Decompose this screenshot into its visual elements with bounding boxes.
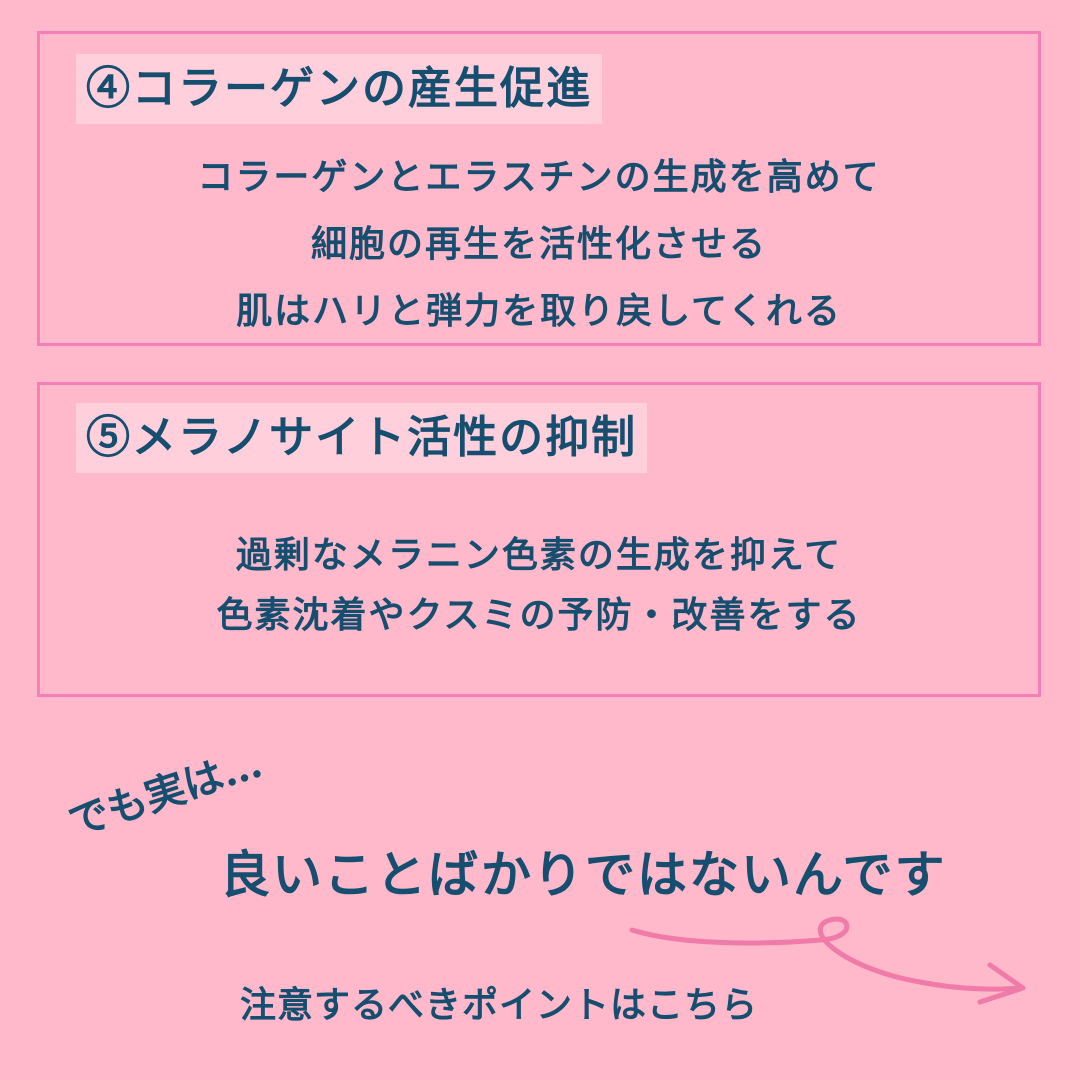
section-heading: ④コラーゲンの産生促進: [76, 54, 602, 124]
body-line: コラーゲンとエラスチンの生成を高めて: [197, 156, 881, 198]
body-line: 過剰なメラニン色素の生成を抑えて: [235, 534, 843, 576]
section-body: コラーゲンとエラスチンの生成を高めて 細胞の再生を活性化させる 肌はハリと弾力を…: [40, 144, 1038, 345]
section-melanocyte: ⑤メラノサイト活性の抑制 過剰なメラニン色素の生成を抑えて 色素沈着やクスミの予…: [37, 382, 1041, 697]
main-message: 良いことばかりではないんです: [220, 845, 947, 904]
section-body: 過剰なメラニン色素の生成を抑えて 色素沈着やクスミの予防・改善をする: [40, 525, 1038, 645]
body-line: 細胞の再生を活性化させる: [310, 223, 767, 265]
section-collagen: ④コラーゲンの産生促進 コラーゲンとエラスチンの生成を高めて 細胞の再生を活性化…: [37, 31, 1041, 346]
body-line: 色素沈着やクスミの予防・改善をする: [216, 594, 862, 636]
body-line: 肌はハリと弾力を取り戻してくれる: [236, 290, 842, 332]
arrow-icon: [629, 916, 1026, 1005]
cta-text: 注意するべきポイントはこちら: [240, 984, 759, 1026]
section-heading: ⑤メラノサイト活性の抑制: [76, 403, 648, 473]
aside-text: でも実は…: [62, 739, 268, 847]
